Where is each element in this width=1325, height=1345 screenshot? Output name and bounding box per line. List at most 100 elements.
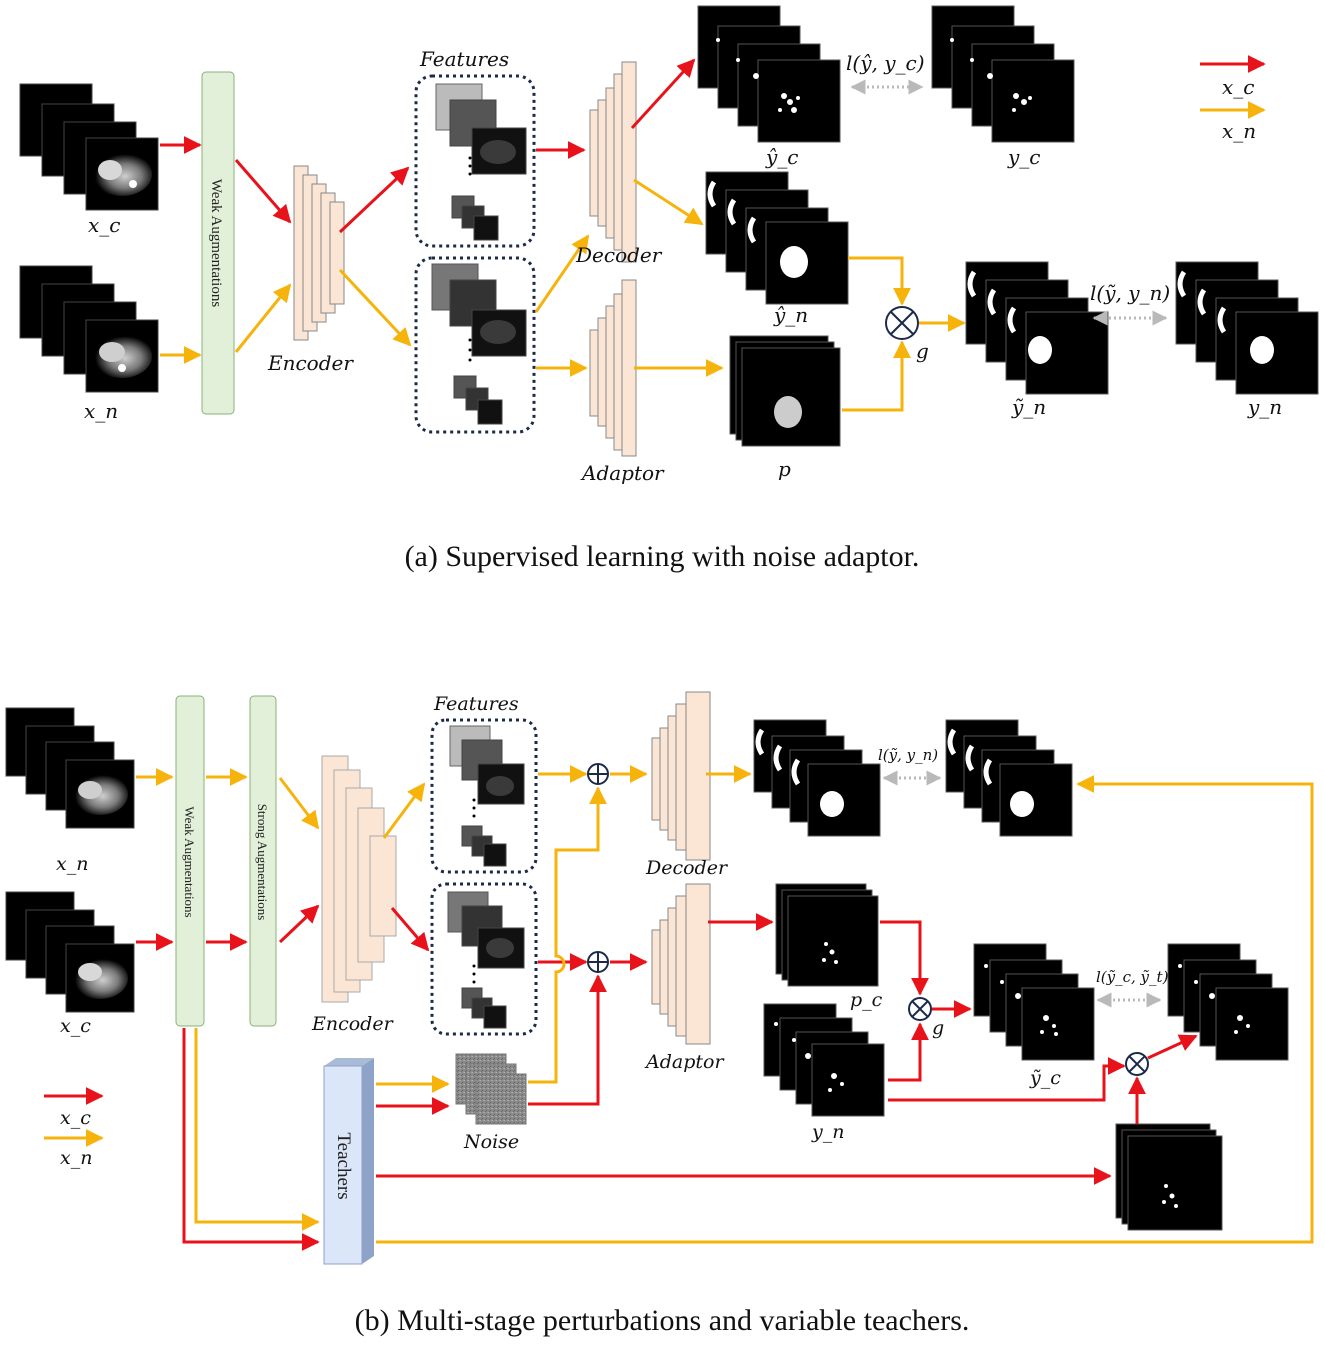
label-yc-a: y_c (1007, 145, 1041, 169)
features-box-noisy-a (414, 256, 536, 434)
legend-xn-b: x_n (60, 1147, 92, 1169)
teachers-block-b (323, 1058, 374, 1265)
ct-stack-clean-a (19, 83, 159, 211)
label-noisy-stack-a (1175, 261, 1319, 395)
arrow-enc-feat-clean-a (338, 166, 410, 234)
noise-map-stack-b (775, 883, 879, 987)
arrow-aug-teacher-clean-b (182, 1028, 320, 1251)
noise-stack-b (455, 1053, 527, 1125)
arrow-enc-feat-noisy-b (382, 782, 426, 839)
arrow-noise-plus-clean-b (528, 974, 607, 1106)
features-label-a: Features (419, 47, 509, 71)
ct-stack-noisy-a (19, 265, 159, 393)
decoder-block-b (651, 691, 711, 861)
features-box-noisy-b (430, 718, 538, 874)
adaptor-label-a: Adaptor (580, 461, 665, 485)
label-g-b: g (932, 1017, 944, 1039)
strong-aug-label-b: Strong Augmentations (255, 804, 270, 921)
weak-aug-block-a (201, 71, 235, 415)
arrow-aug-enc-noisy-a (234, 283, 292, 353)
decoder-block-a (589, 61, 637, 263)
label-g-a: g (916, 339, 929, 363)
label-yc-tilde-b: ỹ_c (1029, 1067, 1061, 1089)
add-operator-clean-b (587, 951, 609, 973)
combine-operator-2-b (1125, 1052, 1149, 1076)
encoder-block-a (293, 165, 345, 341)
legend-xc-b: x_c (60, 1107, 91, 1129)
label-xc-b: x_c (60, 1015, 91, 1037)
caption-a: (a) Supervised learning with noise adapt… (405, 540, 920, 573)
legend-xn-a: x_n (1222, 119, 1256, 143)
features-box-clean-b (430, 882, 538, 1036)
arrow-aug-teacher-noisy-b (194, 1028, 320, 1231)
feature-maps-noisy-b (449, 725, 525, 867)
label-noisy-stack-b (945, 719, 1073, 837)
label-xn-a: x_n (84, 399, 118, 423)
arrow-strong-enc-noisy-b (278, 777, 320, 830)
label-xc-a: x_c (88, 213, 120, 237)
pred-noisy-stack-a (705, 171, 849, 305)
legend-a: x_c x_n (1200, 55, 1266, 143)
loss-noisy-a: l(ỹ, y_n) (1090, 281, 1170, 305)
adaptor-block-b (651, 883, 711, 1045)
caption-b: (b) Multi-stage perturbations and variab… (355, 1304, 970, 1337)
feature-maps-noisy-a (431, 263, 527, 425)
feature-maps-clean-a (435, 83, 527, 241)
arrow-y-combine2-b (888, 1057, 1126, 1102)
label-yn-clean-b: y_n (811, 1121, 844, 1143)
label-xn-b: x_n (56, 853, 88, 875)
encoder-label-b: Encoder (311, 1013, 395, 1035)
features-box-clean-a (414, 74, 536, 248)
noise-map-stack-a (729, 335, 841, 447)
combine-operator-b (908, 997, 932, 1021)
loss-noisy-b: l(ỹ, y_n) (878, 746, 938, 764)
arrow-combine2-teacherpred-b (1147, 1034, 1198, 1060)
arrow-dec-yn-a (633, 178, 704, 226)
weak-aug-label-a: Weak Augmentations (208, 179, 224, 308)
loss-clean-b: l(ỹ_c, ỹ_t) (1096, 968, 1169, 986)
weak-aug-label-b: Weak Augmentations (182, 806, 197, 917)
add-operator-noisy-b (587, 763, 609, 785)
arrow-dec-yc-a (630, 58, 696, 130)
label-yn-hat-a: ŷ_n (773, 303, 808, 327)
arrow-yn-g-a (848, 256, 911, 306)
encoder-label-a: Encoder (267, 351, 354, 375)
noise-label-b: Noise (463, 1131, 519, 1153)
legend-b: x_c x_n (44, 1087, 104, 1169)
ct-stack-noisy-b (5, 707, 135, 829)
teacher-mask-stack-b (1115, 1123, 1223, 1231)
label-yc-hat-a: ŷ_c (765, 145, 799, 169)
adaptor-label-b: Adaptor (644, 1051, 725, 1073)
arrow-enc-feat-clean-b (390, 907, 430, 952)
adaptor-block-a (589, 279, 637, 457)
decoder-label-a: Decoder (575, 243, 663, 267)
arrow-teacher-label-b (376, 775, 1314, 1244)
teachers-label-b: Teachers (333, 1132, 354, 1199)
arrow-strong-enc-clean-b (278, 904, 320, 944)
features-label-b: Features (433, 693, 519, 715)
arrow-pc-g-b (880, 920, 929, 996)
panel-a: x_c x_n Weak Augmentations En (19, 5, 1319, 573)
pred-clean-stack-a (697, 5, 841, 143)
decoder-label-b: Decoder (645, 857, 729, 879)
arrow-feat-dec-noisy-a (534, 234, 590, 313)
combine-operator-a (885, 306, 919, 340)
strong-aug-block-b (249, 695, 277, 1027)
arrow-y-g-b (888, 1022, 929, 1082)
panel-b: x_n x_c Weak Augmentations Strong Augmen… (5, 691, 1314, 1337)
pred-noisy-stack-b (753, 719, 881, 837)
arrow-noise-plus-noisy-b (528, 786, 607, 1084)
ct-stack-clean-b (5, 891, 135, 1013)
loss-clean-a: l(ŷ, y_c) (846, 51, 925, 75)
label-yn-tilde-a: ỹ_n (1011, 395, 1046, 419)
weak-aug-block-b (175, 695, 205, 1027)
label-yn-a: y_n (1247, 395, 1282, 419)
teacher-pred-stack-b (1167, 943, 1289, 1061)
adapted-clean-stack-b (973, 943, 1095, 1061)
adapted-stack-a (965, 261, 1109, 395)
label-pc-b: p_c (850, 989, 883, 1011)
label-clean-stack-a (931, 5, 1075, 143)
arrow-p-g-a (842, 340, 911, 412)
